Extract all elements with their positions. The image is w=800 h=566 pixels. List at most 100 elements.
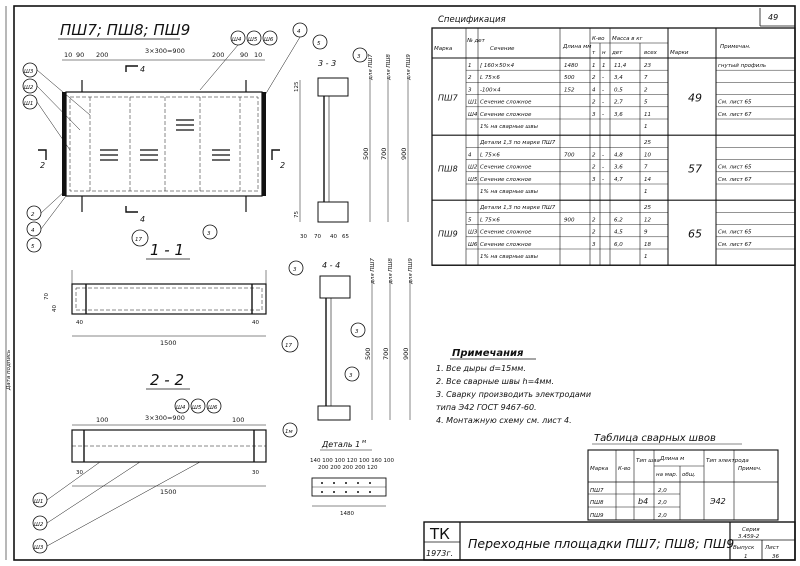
spec-head-section: Сечение (490, 46, 515, 52)
spec-cell: Ш2 (468, 165, 478, 171)
spec-cell: 4 (468, 152, 472, 158)
spec-cell: 23 (644, 63, 651, 69)
spec-cell: Сечение сложное (480, 112, 532, 118)
spec-cell: - (602, 177, 604, 183)
svg-text:Ш4: Ш4 (232, 37, 242, 43)
spec-group-mark: ПШ8 (438, 165, 458, 174)
spec-cell: Сечение сложное (480, 242, 532, 248)
spec-group-total: 57 (688, 163, 702, 176)
svg-text:125: 125 (294, 81, 300, 92)
spec-cell: 25 (644, 140, 651, 146)
spec-cell: Ш5 (468, 177, 478, 183)
spec-cell: 6,2 (614, 217, 623, 223)
svg-text:на мар.: на мар. (656, 472, 678, 478)
svg-text:3: 3 (355, 329, 359, 335)
spec-cell: 2 (468, 75, 472, 81)
svg-text:200: 200 (212, 51, 224, 59)
spec-cell: 3 (468, 87, 472, 93)
svg-text:Ш1: Ш1 (34, 499, 43, 505)
svg-text:для ПШ9: для ПШ9 (406, 54, 412, 81)
title-stamp: ТК 1973г. Переходные площадки ПШ7; ПШ8; … (423, 521, 796, 561)
svg-text:Ш5: Ш5 (192, 405, 202, 411)
svg-text:30: 30 (252, 470, 259, 476)
weld-table: Таблица сварных швов Марка К-во Тип шва … (587, 432, 779, 521)
svg-text:140 100 100 120 100 160 100: 140 100 100 120 100 160 100 (310, 458, 394, 464)
drawing-title: ПШ7; ПШ8; ПШ9 (60, 21, 190, 39)
svg-text:30: 30 (300, 234, 307, 240)
spec-cell: 1 (644, 254, 648, 260)
spec-cell: 3 (592, 177, 596, 183)
svg-text:75: 75 (294, 211, 300, 218)
spec-cell: 700 (564, 152, 575, 158)
spec-group-mark: ПШ9 (438, 230, 458, 239)
section-2-2: 2 - 2 Ш4 Ш5 Ш6 100 3×300=900 100 1500 30… (32, 371, 298, 554)
spec-cell: [ 160×50×4 (480, 63, 515, 69)
svg-text:4: 4 (297, 29, 301, 35)
spec-head-marks: Марки (670, 50, 689, 56)
svg-text:2: 2 (280, 161, 285, 170)
spec-cell: 11,4 (614, 63, 627, 69)
weld-row-len: 2,0 (658, 500, 667, 506)
spec-head-mass-det: дет (611, 50, 623, 56)
spec-cell: 1% на сварные швы (480, 254, 539, 260)
spec-cell: 1 (644, 124, 648, 130)
spec-cell: 500 (564, 75, 575, 81)
section-3-3: 3 - 3 3 125 75 30 70 40 65 (294, 47, 368, 240)
svg-text:200: 200 (96, 51, 108, 59)
spec-cell: 5 (468, 217, 472, 223)
spec-cell: См. лист 67 (718, 112, 752, 118)
spec-cell: 11 (644, 112, 651, 118)
note-1: 1. Все дыры d=15мм. (436, 364, 526, 373)
spec-cell: 5 (644, 100, 648, 106)
spec-cell: 1480 (564, 63, 578, 69)
spec-group-mark: ПШ7 (438, 94, 459, 103)
svg-text:2: 2 (40, 161, 45, 170)
spec-cell: 1 (644, 189, 648, 195)
spec-group-total: 49 (688, 92, 702, 105)
spec-cell: 4,7 (614, 177, 623, 183)
height-dims-top: 500 700 900 для ПШ7 для ПШ8 для ПШ9 (362, 54, 412, 222)
spec-cell: 25 (644, 205, 651, 211)
spec-cell: 12 (644, 217, 651, 223)
svg-text:500: 500 (362, 148, 370, 160)
svg-text:Примеч.: Примеч. (738, 466, 762, 472)
svg-text:Ш5: Ш5 (248, 37, 258, 43)
spec-cell: 3,6 (614, 112, 623, 118)
side-stamp-text: Дата подпись (6, 350, 12, 391)
spec-cell: - (602, 152, 604, 158)
spec-cell: Сечение сложное (480, 177, 532, 183)
svg-text:200 200 200 200 120: 200 200 200 200 120 (318, 465, 378, 471)
svg-text:3: 3 (357, 54, 361, 60)
spec-cell: 4,5 (614, 230, 623, 236)
section-1-1: 1 - 1 1500 40 40 70 40 17 3 (44, 241, 304, 353)
spec-head-mass-total: всех (644, 50, 658, 56)
svg-text:30: 30 (76, 470, 83, 476)
spec-cell: 10 (644, 152, 651, 158)
spec-cell: Сечение сложное (480, 165, 532, 171)
spec-cell: 2 (592, 230, 596, 236)
svg-text:Тип электрода: Тип электрода (706, 458, 749, 464)
spec-cell: 2 (592, 217, 596, 223)
svg-text:700: 700 (380, 148, 388, 160)
spec-cell: 152 (564, 87, 575, 93)
weld-row-mark: ПШ8 (590, 500, 604, 506)
weld-row-len: 2,0 (658, 513, 667, 519)
svg-text:40: 40 (76, 320, 83, 326)
spec-cell: 3 (592, 242, 596, 248)
svg-text:Ш3: Ш3 (24, 69, 34, 75)
svg-text:для ПШ8: для ПШ8 (386, 54, 392, 81)
spec-cell: Ш3 (468, 230, 478, 236)
svg-text:Марка: Марка (590, 466, 609, 472)
notes-title: Примечания (452, 348, 524, 359)
svg-text:1500: 1500 (160, 488, 177, 496)
section-markers (38, 65, 280, 213)
issue-value: 1 (744, 554, 748, 560)
svg-text:1м: 1м (285, 429, 293, 435)
spec-group-total: 65 (688, 228, 702, 241)
spec-cell: 2 (592, 152, 596, 158)
spec-cell: 7 (644, 75, 648, 81)
svg-text:70: 70 (314, 234, 321, 240)
spec-cell: - (602, 100, 604, 106)
